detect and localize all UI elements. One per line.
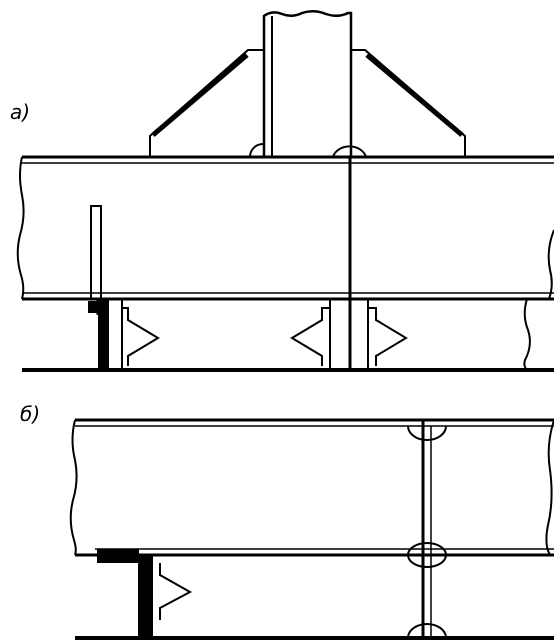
- cope-hole-left: [248, 142, 265, 158]
- panel-a-label: а): [10, 100, 31, 124]
- left-gusset-plate: [149, 49, 264, 157]
- end-plate-b: [97, 549, 193, 638]
- cope-hole-right: [332, 145, 367, 158]
- panel-b-label: б): [20, 402, 41, 426]
- beam-a: [16, 155, 554, 301]
- beam-b: [69, 418, 554, 557]
- support-shapes-a: [121, 298, 531, 371]
- panel-a-drawing: [16, 10, 554, 372]
- panel-b-drawing: [69, 418, 554, 640]
- right-gusset-plate: [351, 49, 466, 157]
- vertical-stiffener-b: [407, 420, 447, 639]
- column: [262, 10, 353, 157]
- end-stiffener: [82, 205, 109, 369]
